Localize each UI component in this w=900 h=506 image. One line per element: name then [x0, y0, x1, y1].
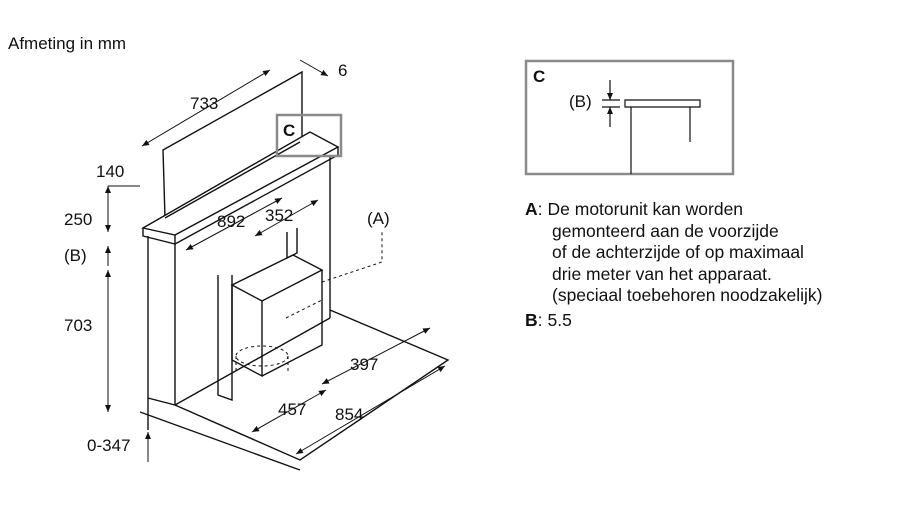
detail-b-label: (B) [569, 92, 592, 111]
detail-view-c: C (B) [524, 59, 735, 176]
legend-b-text: 5.5 [547, 309, 572, 330]
legend-a-line: gemonteerd aan de voorzijde [552, 220, 779, 241]
legend-a-key: A [525, 199, 538, 219]
legend-a-line: (speciaal toebehoren noodzakelijk) [552, 285, 823, 305]
dim-352: 352 [265, 206, 293, 225]
legend-a-first-line: A: De motorunit kan worden [525, 199, 744, 219]
dim-b-marker: (B) [64, 246, 87, 265]
dim-250: 250 [64, 210, 92, 229]
detail-c-tag: C [533, 67, 545, 86]
dimension-lines [105, 59, 446, 462]
page-title: Afmeting in mm [8, 34, 127, 53]
dim-854: 854 [335, 405, 363, 424]
legend-b-row: B: 5.5 [525, 309, 572, 330]
dim-140: 140 [96, 162, 124, 181]
dim-457: 457 [278, 400, 306, 419]
dim-397: 397 [350, 355, 378, 374]
dim-733: 733 [190, 94, 218, 113]
duct-hidden-lines [235, 232, 383, 372]
legend-a-line: De motorunit kan worden [547, 199, 744, 219]
callout-c-tag: C [283, 121, 295, 140]
dim-703: 703 [64, 316, 92, 335]
legend-b-key: B [525, 309, 538, 330]
legend-a-line: drie meter van het apparaat. [552, 263, 772, 284]
dim-0-347: 0-347 [87, 436, 130, 455]
callout-c-box [275, 113, 343, 158]
legend: A: De motorunit kan worden gemonteerd aa… [525, 199, 822, 331]
dim-a-marker: (A) [367, 209, 390, 228]
legend-a-line: of de achterzijde of op maximaal [552, 242, 804, 262]
dim-892: 892 [217, 212, 245, 231]
dim-6: 6 [338, 61, 347, 80]
